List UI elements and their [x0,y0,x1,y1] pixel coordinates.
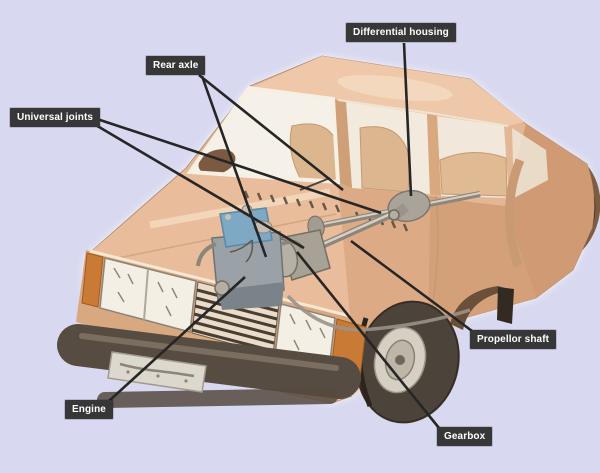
front-hub-center [395,355,405,365]
leader-rear-axle-secondary [200,75,268,258]
callout-label: Engine [72,404,106,415]
engine-sump [218,282,284,310]
u-joint-rear [388,209,400,221]
callout-engine: Engine [65,400,113,419]
leader-universal-joint-front [93,122,305,250]
drivetrain [196,189,481,332]
leader-differential-housing [402,42,413,197]
mud-flap [497,287,514,324]
radiator-hose [196,242,217,267]
rear-fender-lip [504,158,525,268]
bumper-shine [79,333,339,371]
bumper [57,324,361,399]
headlight-left [99,257,197,333]
arch-shadow [450,286,512,330]
leader-gearbox [295,251,441,429]
drip-rail [337,99,509,127]
passenger-seat [359,126,411,193]
indicator-left [81,252,104,308]
callout-differential-housing: Differential housing [346,23,456,42]
pulley [214,280,230,296]
breather-cap [225,214,231,220]
callout-label: Rear axle [153,60,199,71]
leader-lines [93,42,473,429]
roof-shine [337,74,453,102]
windshield-frame [186,85,341,185]
rear-left-wheel-arch [450,286,514,330]
callout-label: Propellor shaft [477,334,550,345]
quarter-window [512,128,548,198]
ignition-leads [229,239,254,263]
lower-valance-strip [97,388,338,408]
callout-propellor-shaft: Propellor shaft [470,330,557,349]
leader-rear-axle [198,73,344,192]
leader-propellor-shaft [350,239,473,333]
leader-universal-joint-rear [93,116,382,215]
callout-label: Differential housing [353,27,449,38]
callout-rear-axle: Rear axle [146,56,206,75]
front-fascia [57,249,367,408]
air-intake [253,220,273,234]
callout-label: Universal joints [17,112,94,123]
license-plate [107,351,207,393]
callout-gearbox: Gearbox [437,427,493,446]
c-pillar [427,114,441,196]
callout-label: Gearbox [444,431,486,442]
hood-highlight [149,188,331,229]
rear-seat [439,151,508,197]
callout-universal-joints: Universal joints [10,108,101,127]
interior [198,123,508,197]
leader-engine [108,276,246,402]
